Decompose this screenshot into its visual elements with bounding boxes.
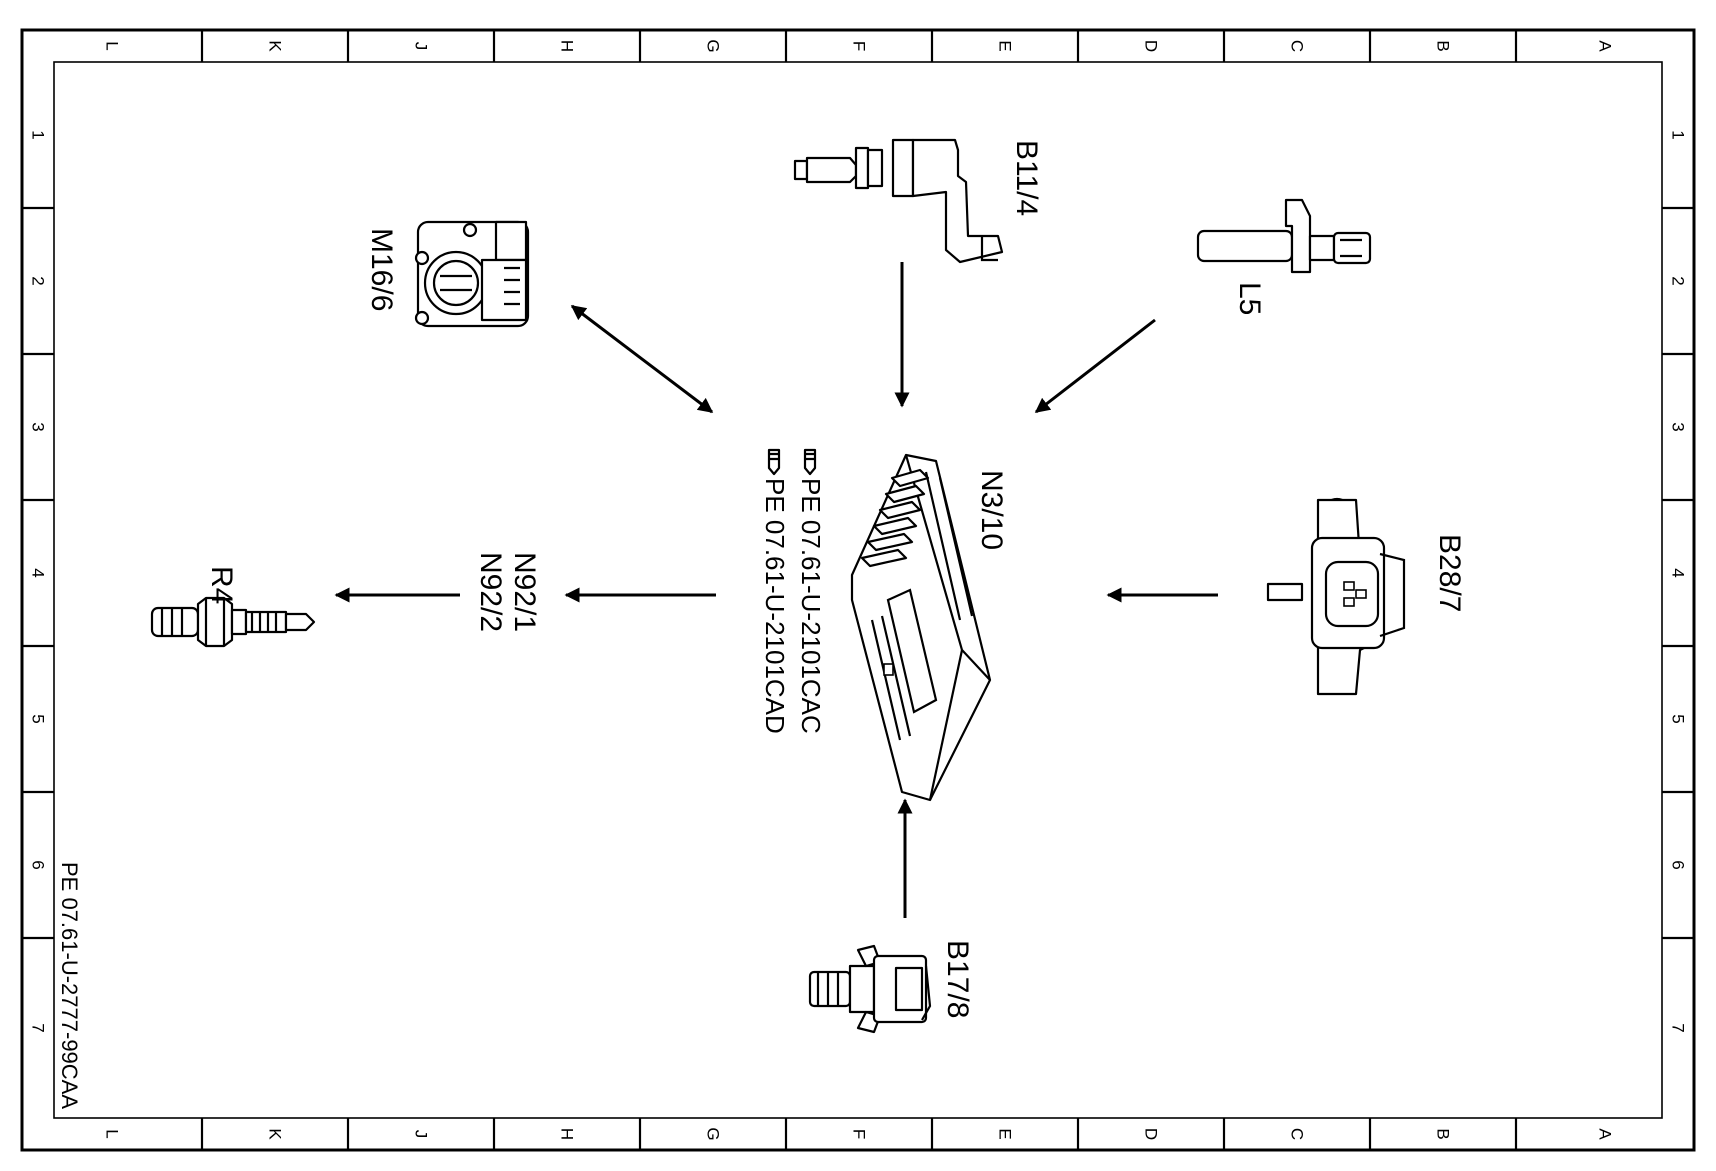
hot-film-sensor-label: B11/4 — [1010, 140, 1043, 216]
drawing-frame — [20, 28, 1696, 1152]
grid-letter-top: A — [1596, 40, 1615, 52]
crankshaft-sensor-icon — [1196, 198, 1372, 274]
grid-letter-bottom: C — [1288, 1128, 1307, 1140]
ignition-module-2-label: N92/2 — [474, 552, 507, 632]
grid-number-left: 3 — [29, 422, 48, 431]
throttle-actuator-icon — [414, 220, 530, 328]
spark-plug-icon — [150, 596, 316, 648]
grid-letter-bottom: F — [850, 1129, 869, 1139]
grid-letter-bottom: E — [996, 1128, 1015, 1139]
grid-number-left: 1 — [29, 130, 48, 139]
grid-number-right: 7 — [1669, 1023, 1688, 1032]
spark-plug-label: R4 — [205, 566, 238, 604]
grid-number-right: 2 — [1669, 276, 1688, 285]
grid-letter-top: B — [1434, 40, 1453, 51]
intake-temp-sensor-label: B17/8 — [941, 940, 974, 1018]
drawing-number: PE 07.61-U-2777-99CAA — [57, 862, 82, 1109]
reference-code-2: PE 07.61-U-2101CAD — [760, 478, 790, 734]
grid-number-right: 6 — [1669, 860, 1688, 869]
grid-letter-bottom: D — [1142, 1128, 1161, 1140]
grid-letter-bottom: A — [1596, 1128, 1615, 1140]
crankshaft-sensor-label: L5 — [1233, 282, 1266, 315]
grid-letter-top: G — [704, 39, 723, 52]
grid-number-right: 3 — [1669, 422, 1688, 431]
pressure-sensor-icon — [1266, 497, 1406, 696]
grid-letter-top: J — [412, 42, 431, 51]
reference-hand-icon-1 — [803, 448, 817, 476]
grid-number-left: 7 — [29, 1023, 48, 1032]
grid-number-left: 2 — [29, 276, 48, 285]
pressure-sensor-label: B28/7 — [1433, 534, 1466, 612]
intake-temp-sensor-icon — [808, 944, 932, 1034]
grid-letter-bottom: B — [1434, 1128, 1453, 1139]
hot-film-sensor-icon — [793, 138, 1004, 264]
grid-letter-bottom: K — [266, 1128, 285, 1140]
grid-number-left: 4 — [29, 568, 48, 577]
grid-column-letters: L L K K J J H H G G F F E E D D C C B B A A — [103, 39, 1615, 1140]
grid-number-left: 5 — [29, 714, 48, 723]
arrow-crank-to-control-unit — [1034, 318, 1156, 414]
grid-letter-top: D — [1142, 40, 1161, 52]
grid-letter-top: F — [850, 41, 869, 51]
grid-row-numbers: 1 1 2 2 3 3 4 4 5 5 6 6 7 7 — [29, 130, 1688, 1032]
grid-letter-top: C — [1288, 40, 1307, 52]
reference-code-1: PE 07.61-U-2101CAC — [796, 478, 826, 734]
grid-number-right: 5 — [1669, 714, 1688, 723]
grid-letter-top: E — [996, 40, 1015, 51]
grid-letter-bottom: J — [412, 1130, 431, 1139]
grid-letter-top: H — [558, 40, 577, 52]
arrow-throttle-control-unit — [570, 304, 714, 414]
grid-number-right: 4 — [1669, 568, 1688, 577]
grid-letter-top: K — [266, 40, 285, 52]
throttle-actuator-label: M16/6 — [365, 228, 398, 311]
signal-arrows — [334, 262, 1218, 918]
ignition-module-1-label: N92/1 — [508, 552, 541, 632]
grid-number-right: 1 — [1669, 130, 1688, 139]
grid-letter-bottom: L — [103, 1129, 122, 1138]
grid-number-left: 6 — [29, 860, 48, 869]
grid-letter-top: L — [103, 41, 122, 50]
grid-letter-bottom: G — [704, 1127, 723, 1140]
reference-hand-icon-2 — [767, 448, 781, 476]
grid-letter-bottom: H — [558, 1128, 577, 1140]
engine-control-unit-icon — [850, 453, 992, 802]
control-unit-label: N3/10 — [975, 470, 1008, 550]
